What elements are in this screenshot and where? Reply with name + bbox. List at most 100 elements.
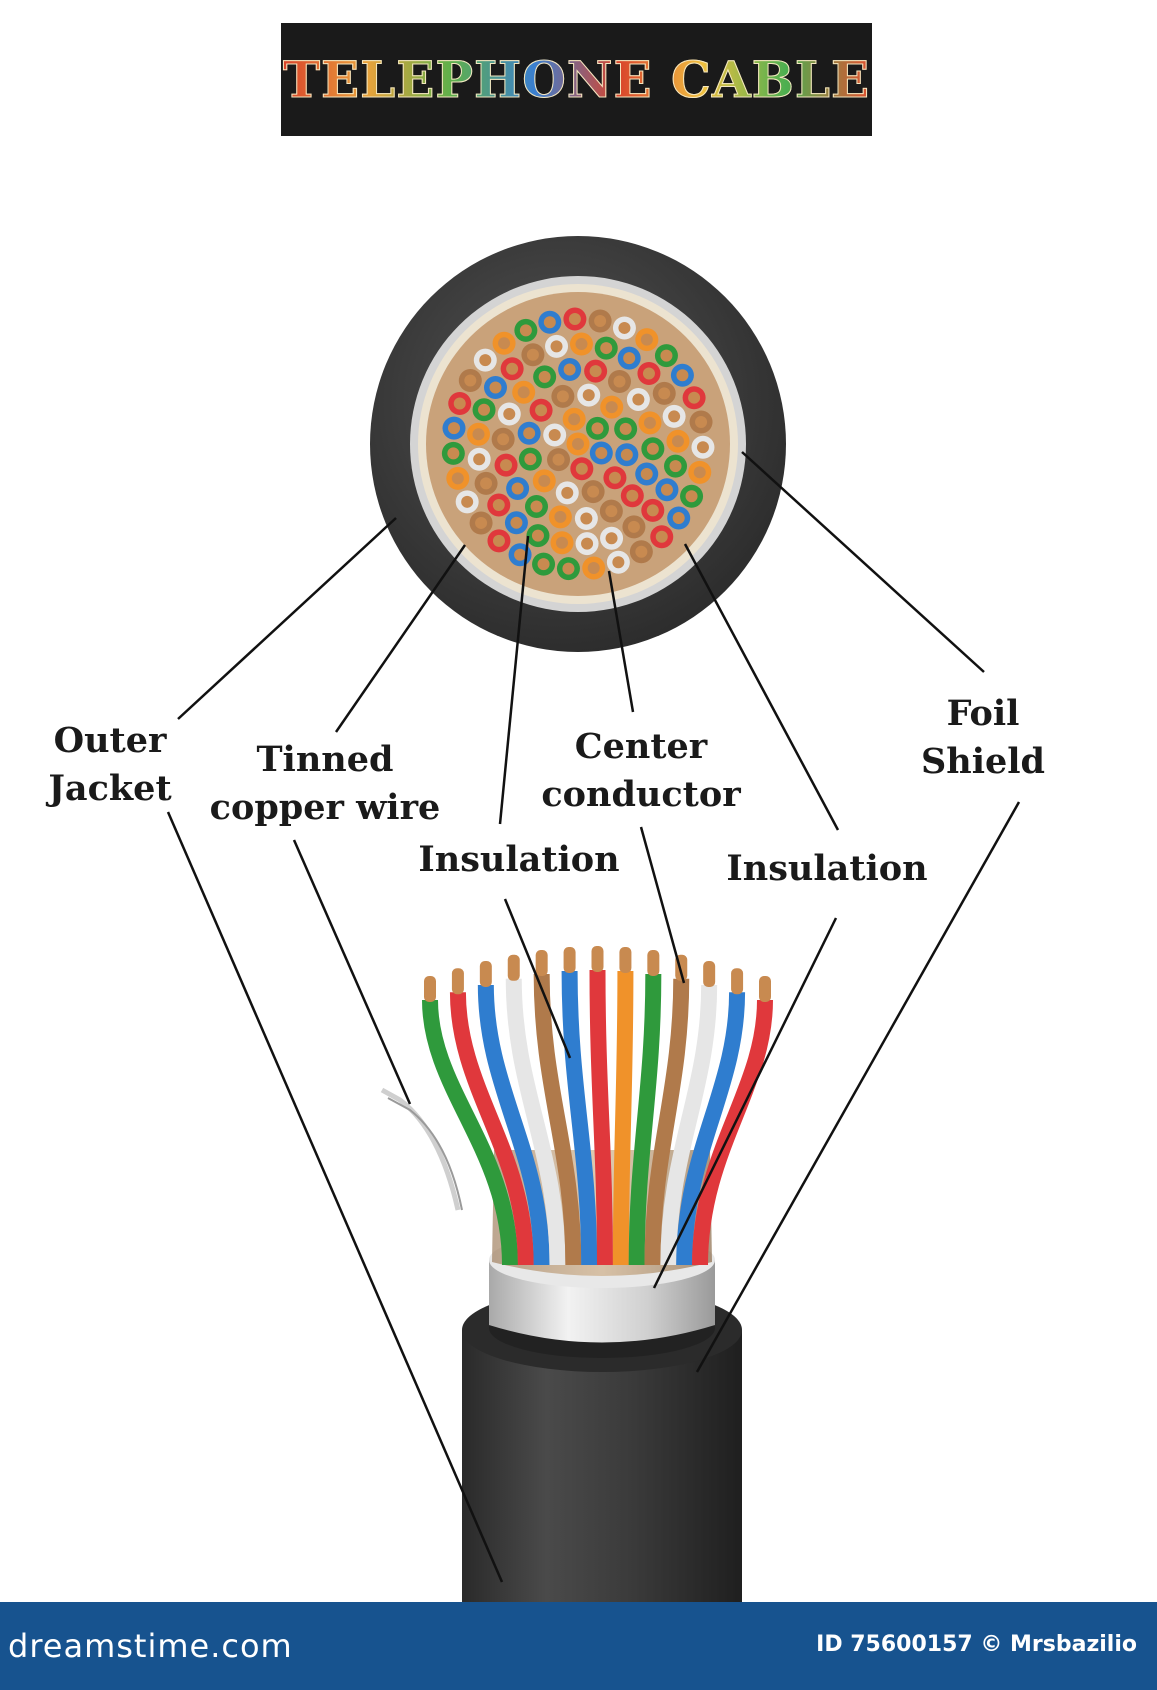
conductor-core: [480, 477, 493, 490]
conductor-core: [478, 403, 491, 416]
label-tinned-copper-wire: Tinned copper wire: [209, 739, 441, 828]
conductor-core: [537, 558, 550, 571]
conductor-core: [519, 324, 532, 337]
conductor-core: [556, 536, 569, 549]
conductor-core: [672, 512, 685, 525]
leader-insulation-right-top: [683, 543, 840, 831]
conductor-core: [623, 352, 636, 365]
conductor-core: [589, 365, 602, 378]
conductor-core: [538, 474, 551, 487]
conductor-core: [608, 471, 621, 484]
conductor-core: [600, 342, 613, 355]
leader-outer-jacket-bottom: [166, 811, 504, 1583]
footer-bar: [0, 1602, 1157, 1690]
wire-copper-tip: [619, 947, 632, 974]
wire-copper-tip: [479, 961, 492, 987]
wire-copper-tip: [535, 950, 548, 977]
conductor-core: [635, 545, 648, 558]
drain-wire: [380, 1087, 461, 1211]
conductor-core: [453, 397, 466, 410]
conductor-core: [503, 407, 516, 420]
conductor-core: [587, 485, 600, 498]
conductor-core: [548, 428, 561, 441]
conductor-core: [538, 370, 551, 383]
label-outer-jacket: Outer Jacket: [48, 720, 172, 809]
conductor-core: [605, 505, 618, 518]
wire-copper-tip: [424, 976, 436, 1002]
wire-copper-tip: [591, 946, 604, 972]
conductor-core: [693, 466, 706, 479]
cable-barrel: [462, 1330, 742, 1602]
conductor-core: [492, 499, 505, 512]
conductor-core: [660, 349, 673, 362]
conductor-core: [655, 530, 668, 543]
conductor-core: [530, 500, 543, 513]
cut-cable: [380, 946, 773, 1602]
conductor-core: [498, 337, 511, 350]
wire: [589, 969, 613, 1266]
conductor-core: [489, 381, 502, 394]
conductor-core: [696, 441, 709, 454]
title-banner: TELEPHONE CABLE: [281, 23, 872, 136]
conductor-core: [568, 313, 581, 326]
conductor-core: [461, 495, 474, 508]
wire: [505, 978, 566, 1266]
conductor-core: [497, 433, 510, 446]
wire-copper-tip: [563, 947, 576, 974]
conductor-core: [676, 369, 689, 382]
conductor-core: [492, 534, 505, 547]
conductor-core: [451, 472, 464, 485]
conductor-core: [640, 333, 653, 346]
conductor-core: [479, 354, 492, 367]
conductor-core: [506, 362, 519, 375]
conductor-core: [447, 447, 460, 460]
conductor-core: [568, 413, 581, 426]
conductor-core: [626, 489, 639, 502]
conductor-core: [685, 490, 698, 503]
conductor-core: [448, 422, 461, 435]
conductor-core: [472, 428, 485, 441]
conductor-core: [580, 512, 593, 525]
conductor-core: [668, 410, 681, 423]
diagram-title: TELEPHONE CABLE: [282, 50, 871, 110]
conductor-core: [582, 389, 595, 402]
conductor-core: [660, 483, 673, 496]
cross-section: [370, 236, 786, 652]
wire: [477, 984, 550, 1266]
conductor-core: [572, 438, 584, 450]
conductor-core: [688, 391, 701, 404]
conductor-core: [695, 416, 708, 429]
wire: [561, 971, 598, 1266]
wire-copper-tip: [507, 954, 520, 981]
conductor-core: [535, 404, 548, 417]
conductor-core: [531, 529, 544, 542]
conductor-core: [632, 393, 645, 406]
wire-copper-tip: [647, 950, 660, 977]
conductor-core: [595, 447, 608, 460]
leader-insulation-right-bottom: [652, 917, 838, 1289]
leader-lines: [166, 451, 1021, 1583]
conductor-core: [523, 427, 536, 440]
leader-center-bottom: [639, 826, 686, 984]
leader-center-top: [607, 570, 635, 713]
conductor-core: [511, 482, 524, 495]
conductor-core: [554, 510, 567, 523]
conductor-core: [562, 562, 575, 575]
wire: [449, 992, 534, 1266]
leader-foil-top: [741, 451, 985, 673]
wire: [612, 971, 634, 1266]
wire: [422, 999, 518, 1266]
wire: [660, 984, 718, 1266]
footer-image-id: ID 75600157 © Mrsbazilio: [816, 1632, 1137, 1657]
conductor-core: [510, 516, 523, 529]
conductor-core: [643, 416, 656, 429]
conductor-core: [646, 442, 659, 455]
conductor-core: [605, 532, 618, 545]
label-center-conductor: Center conductor: [541, 726, 741, 815]
conductor-core: [517, 386, 530, 399]
drain-wire-shade: [387, 1097, 463, 1211]
conductor-core: [658, 387, 671, 400]
leader-insulation-left-bottom: [503, 898, 572, 1059]
conductor-core: [550, 340, 563, 353]
conductor-core: [464, 374, 477, 387]
